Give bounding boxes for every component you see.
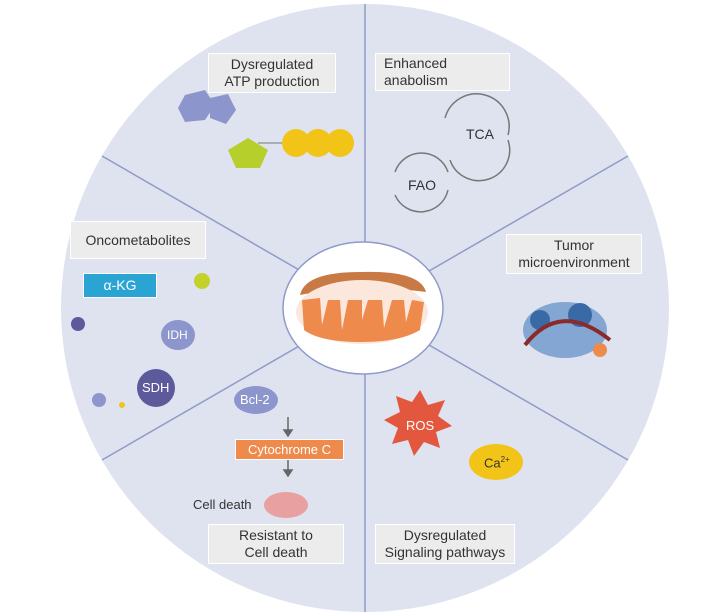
dot-purple — [71, 317, 85, 331]
label-oncometabolites: Oncometabolites — [70, 221, 206, 259]
label-line: anabolism — [384, 72, 448, 88]
mitochondrion-icon — [296, 271, 428, 344]
label-line: Signaling pathways — [384, 544, 506, 560]
calcium-ellipse — [469, 444, 523, 480]
ros-star-icon — [384, 390, 452, 456]
ros-label: ROS — [406, 418, 435, 433]
label-line: ATP production — [224, 73, 320, 89]
label-line: Enhanced — [384, 55, 448, 71]
bcl2-label: Bcl-2 — [240, 392, 270, 407]
dot-yellowgreen — [194, 273, 210, 289]
label-line: Dysregulated — [230, 56, 314, 72]
cytochrome-c-box: Cytochrome C — [235, 439, 344, 460]
akg-box: α-KG — [83, 273, 157, 298]
atp-molecule-icon — [178, 90, 354, 168]
dot-yellow — [119, 402, 125, 408]
cell-death-label: Cell death — [193, 497, 252, 512]
bcl2-ellipse — [234, 386, 278, 414]
sdh-circle — [137, 369, 175, 407]
sdh-label: SDH — [142, 380, 170, 395]
label-line: Tumor — [554, 237, 594, 253]
sector-dividers — [101, 4, 629, 612]
calcium-label: Ca2+ — [484, 455, 510, 470]
fao-label: FAO — [408, 177, 437, 193]
label-line: microenvironment — [518, 254, 630, 270]
arrows-icon — [282, 417, 294, 478]
idh-circle — [161, 320, 195, 350]
dot-blue — [92, 393, 106, 407]
ca-text: Ca — [484, 455, 501, 471]
cycle-arrows-icon — [394, 93, 511, 213]
label-line: Dysregulated — [403, 527, 487, 543]
cell-icon — [264, 492, 308, 518]
tca-label: TCA — [466, 126, 494, 142]
ca-charge: 2+ — [500, 455, 510, 464]
idh-label: IDH — [167, 328, 188, 342]
label-line: Cell death — [244, 544, 308, 560]
tumor-microenvironment-icon — [523, 302, 612, 358]
label-line: Resistant to — [239, 527, 313, 543]
